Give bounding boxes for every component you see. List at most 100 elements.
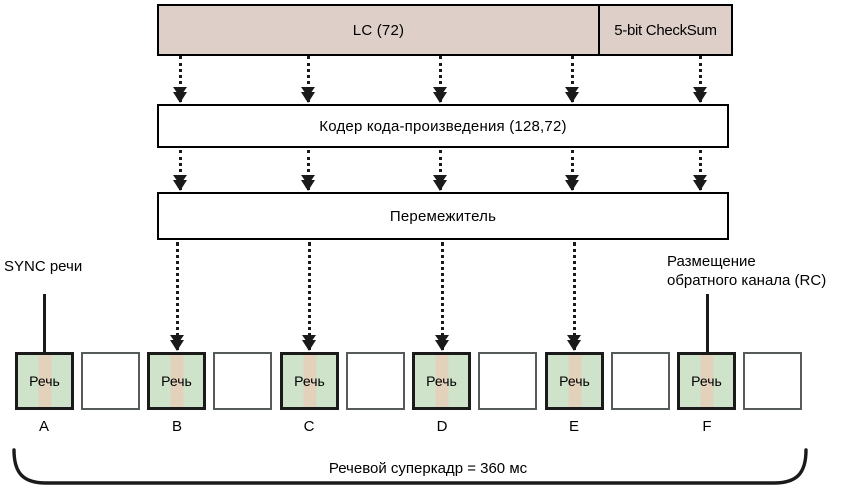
speech-frame-cell-a[interactable]: Речь bbox=[15, 352, 74, 410]
slot-letter-b: B bbox=[171, 418, 182, 435]
sync-stripe bbox=[435, 355, 448, 407]
arrow-encoder-interleaver-4 bbox=[565, 150, 579, 191]
arrow-head-inner bbox=[301, 175, 315, 185]
speech-cell-label: Речь bbox=[161, 373, 192, 389]
arrow-head bbox=[170, 340, 184, 351]
arrow-shaft bbox=[699, 150, 702, 190]
sync-stripe bbox=[303, 355, 316, 407]
product-code-encoder-block: Кодер кода-произведения (128,72) bbox=[157, 104, 729, 148]
speech-frame-cell-e[interactable]: Речь bbox=[545, 352, 604, 410]
arrow-head-inner bbox=[693, 175, 707, 185]
arrow-interleaver-slot-b bbox=[170, 242, 184, 351]
sync-stripe bbox=[38, 355, 51, 407]
arrow-shaft bbox=[176, 242, 179, 350]
arrow-head-inner bbox=[301, 87, 315, 97]
arrow-head bbox=[433, 92, 447, 103]
arrow-encoder-interleaver-1 bbox=[173, 150, 187, 191]
empty-frame-cell-6[interactable] bbox=[743, 352, 802, 410]
speech-frame-cell-f[interactable]: Речь bbox=[677, 352, 736, 410]
arrow-head-inner bbox=[565, 175, 579, 185]
speech-frame-cell-d[interactable]: Речь bbox=[412, 352, 471, 410]
speech-frame-cell-b[interactable]: Речь bbox=[147, 352, 206, 410]
arrow-shaft bbox=[571, 150, 574, 190]
empty-frame-cell-3[interactable] bbox=[346, 352, 405, 410]
speech-frame-cell-c[interactable]: Речь bbox=[280, 352, 339, 410]
reverse-channel-leader-line bbox=[706, 294, 709, 352]
sync-speech-callout-line-1: SYNC речи bbox=[4, 258, 83, 275]
arrow-encoder-interleaver-3 bbox=[433, 150, 447, 191]
reverse-channel-callout-line-2: обратного канала (RC) bbox=[667, 272, 827, 289]
arrow-head bbox=[302, 340, 316, 351]
empty-frame-cell-1[interactable] bbox=[81, 352, 140, 410]
arrow-encoder-interleaver-2 bbox=[301, 150, 315, 191]
empty-frame-cell-5[interactable] bbox=[611, 352, 670, 410]
slot-letter-e: E bbox=[568, 418, 579, 435]
speech-cell-label: Речь bbox=[29, 373, 60, 389]
empty-frame-cell-2[interactable] bbox=[213, 352, 272, 410]
arrow-encoder-interleaver-5 bbox=[693, 150, 707, 191]
arrow-head-inner bbox=[302, 335, 316, 345]
arrow-head-inner bbox=[433, 175, 447, 185]
arrow-interleaver-slot-d bbox=[435, 242, 449, 351]
speech-cell-label: Речь bbox=[691, 373, 722, 389]
sync-speech-leader-line bbox=[43, 294, 46, 352]
slot-letter-d: D bbox=[436, 418, 448, 435]
arrow-head bbox=[301, 92, 315, 103]
arrow-shaft bbox=[308, 242, 311, 350]
arrow-head bbox=[567, 340, 581, 351]
arrow-lc-encoder-2 bbox=[301, 56, 315, 103]
speech-cell-label: Речь bbox=[559, 373, 590, 389]
arrow-interleaver-slot-c bbox=[302, 242, 316, 351]
lc-header-row: LC (72) 5-bit CheckSum bbox=[157, 4, 733, 56]
checksum-field: 5-bit CheckSum bbox=[614, 21, 717, 39]
arrow-shaft bbox=[699, 56, 702, 102]
arrow-head-inner bbox=[173, 175, 187, 185]
reverse-channel-callout-line-1: Размещение bbox=[667, 253, 756, 270]
arrow-lc-encoder-1 bbox=[173, 56, 187, 103]
arrow-shaft bbox=[571, 56, 574, 102]
speech-cell-label: Речь bbox=[294, 373, 325, 389]
sync-stripe bbox=[700, 355, 713, 407]
arrow-shaft bbox=[439, 150, 442, 190]
slot-letter-c: C bbox=[303, 418, 315, 435]
superframe-duration-label: Речевой суперкадр = 360 мс bbox=[328, 460, 528, 477]
lc-field: LC (72) bbox=[159, 6, 600, 54]
arrow-shaft bbox=[441, 242, 444, 350]
arrow-interleaver-slot-e bbox=[567, 242, 581, 351]
superframe-bracket bbox=[10, 448, 810, 488]
arrow-shaft bbox=[179, 56, 182, 102]
sync-stripe bbox=[568, 355, 581, 407]
arrow-lc-encoder-4 bbox=[565, 56, 579, 103]
arrow-shaft bbox=[439, 56, 442, 102]
arrow-head-inner bbox=[435, 335, 449, 345]
arrow-head bbox=[433, 180, 447, 191]
arrow-shaft bbox=[573, 242, 576, 350]
arrow-head bbox=[565, 92, 579, 103]
arrow-head-inner bbox=[693, 87, 707, 97]
arrow-shaft bbox=[307, 150, 310, 190]
arrow-head-inner bbox=[567, 335, 581, 345]
arrow-shaft bbox=[179, 150, 182, 190]
slot-letter-f: F bbox=[702, 418, 712, 435]
speech-cell-label: Речь bbox=[426, 373, 457, 389]
arrow-head bbox=[173, 180, 187, 191]
arrow-head-inner bbox=[433, 87, 447, 97]
empty-frame-cell-4[interactable] bbox=[478, 352, 537, 410]
reverse-channel-callout-label: Размещение обратного канала (RC) bbox=[667, 252, 826, 290]
arrow-lc-encoder-3 bbox=[433, 56, 447, 103]
interleaver-block: Перемежитель bbox=[157, 192, 729, 240]
slot-letter-a: A bbox=[38, 418, 49, 435]
arrow-head bbox=[173, 92, 187, 103]
arrow-shaft bbox=[307, 56, 310, 102]
arrow-head bbox=[301, 180, 315, 191]
arrow-head bbox=[565, 180, 579, 191]
sync-speech-callout-label: SYNC речи bbox=[4, 257, 82, 276]
arrow-head-inner bbox=[170, 335, 184, 345]
arrow-head bbox=[435, 340, 449, 351]
arrow-head bbox=[693, 92, 707, 103]
sync-stripe bbox=[170, 355, 183, 407]
arrow-head bbox=[693, 180, 707, 191]
arrow-head-inner bbox=[173, 87, 187, 97]
arrow-lc-encoder-5 bbox=[693, 56, 707, 103]
